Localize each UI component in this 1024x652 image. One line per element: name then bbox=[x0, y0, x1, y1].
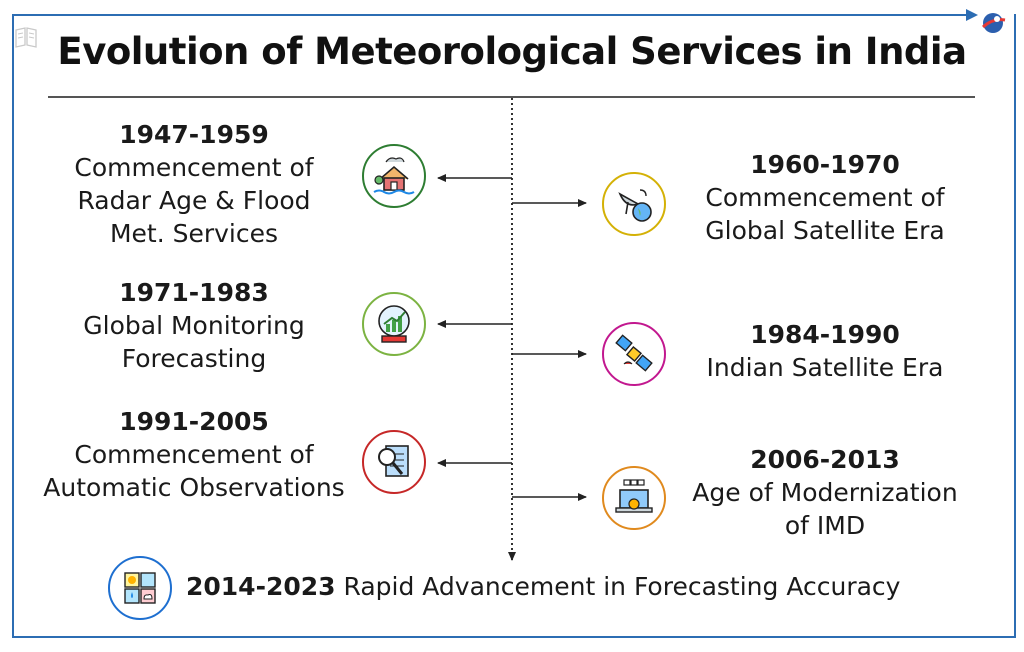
entry-years: 1947-1959 bbox=[119, 120, 269, 149]
book-icon bbox=[15, 27, 37, 48]
entry-years: 1991-2005 bbox=[119, 407, 269, 436]
entry-description: Age of Modernization of IMD bbox=[692, 478, 958, 540]
timeline-entry-2006: 2006-2013 Age of Modernization of IMD bbox=[672, 443, 978, 542]
timeline-entry-1960: 1960-1970 Commencement of Global Satelli… bbox=[672, 148, 978, 247]
globe-chart-icon bbox=[362, 292, 426, 356]
border-frame-top bbox=[12, 14, 972, 16]
entry-description: Global Monitoring Forecasting bbox=[83, 311, 305, 373]
entry-years: 1960-1970 bbox=[750, 150, 900, 179]
border-frame bbox=[12, 14, 1016, 638]
laptop-gear-icon bbox=[602, 466, 666, 530]
entry-years: 2006-2013 bbox=[750, 445, 900, 474]
entry-description: Commencement of Radar Age & Flood Met. S… bbox=[74, 153, 314, 248]
entry-years: 1984-1990 bbox=[750, 320, 900, 349]
bottom-entry: 2014-2023 Rapid Advancement in Forecasti… bbox=[186, 572, 900, 601]
satellite-dish-globe-icon bbox=[602, 172, 666, 236]
frame-arrow-icon bbox=[966, 9, 978, 21]
brand-logo-icon bbox=[981, 13, 1006, 33]
entry-description: Commencement of Global Satellite Era bbox=[705, 183, 945, 245]
timeline-entry-1984: 1984-1990 Indian Satellite Era bbox=[672, 318, 978, 384]
bottom-description: Rapid Advancement in Forecasting Accurac… bbox=[335, 572, 901, 601]
entry-description: Commencement of Automatic Observations bbox=[43, 440, 345, 502]
title-divider bbox=[48, 96, 975, 98]
flood-house-icon bbox=[362, 144, 426, 208]
entry-years: 1971-1983 bbox=[119, 278, 269, 307]
weather-dashboard-icon bbox=[108, 556, 172, 620]
timeline-entry-1991: 1991-2005 Commencement of Automatic Obse… bbox=[20, 405, 368, 504]
satellite-icon bbox=[602, 322, 666, 386]
entry-description: Indian Satellite Era bbox=[706, 353, 944, 382]
document-magnifier-icon bbox=[362, 430, 426, 494]
timeline-entry-1947: 1947-1959 Commencement of Radar Age & Fl… bbox=[36, 118, 352, 250]
timeline-entry-1971: 1971-1983 Global Monitoring Forecasting bbox=[36, 276, 352, 375]
bottom-years: 2014-2023 bbox=[186, 572, 336, 601]
page-title: Evolution of Meteorological Services in … bbox=[57, 30, 967, 73]
